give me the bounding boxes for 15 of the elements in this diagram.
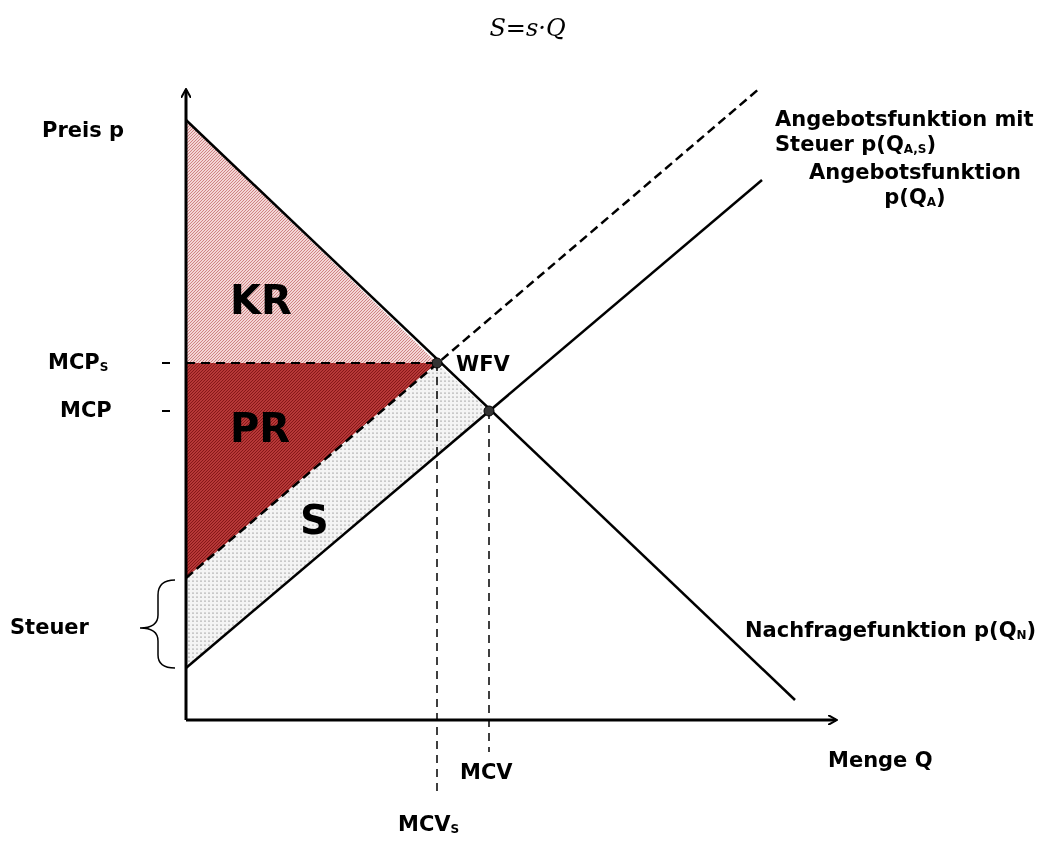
area-label: PR <box>230 404 291 452</box>
area-label: S <box>300 496 329 544</box>
curve-label: Nachfragefunktion p(Q$_{N}$) <box>745 618 1037 644</box>
quantity-label: MCV <box>460 760 513 786</box>
curve-label: Angebotsfunktion p(Q$_{A}$) <box>807 160 1023 211</box>
price-label: MCP$_{S}$ <box>48 350 109 376</box>
price-label: MCP <box>60 398 112 424</box>
formula-title: S=s·Q <box>488 14 567 43</box>
axis-label: Menge Q <box>828 748 933 774</box>
curve-label: Angebotsfunktion mit Steuer p(Q$_{A,S}$) <box>775 107 1035 158</box>
point-label: WFV <box>456 352 510 378</box>
area-label: KR <box>230 276 292 324</box>
axis-label: Preis p <box>42 118 125 144</box>
tax-label: Steuer <box>10 615 89 641</box>
quantity-label: MCV$_{S}$ <box>398 812 460 838</box>
